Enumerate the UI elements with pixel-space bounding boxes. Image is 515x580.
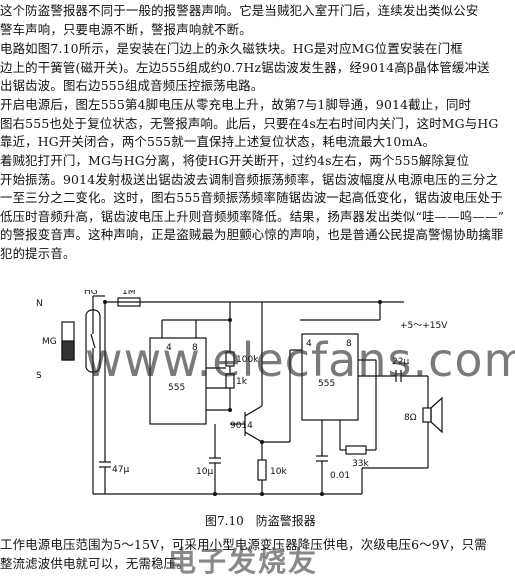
circuit-schematic: N S MG HG 1M +5～+15V 555 555 4 8 4 8 100… xyxy=(36,290,448,496)
text-line: 边上的干簧管(磁开关)。左边555组成约0.7Hz锯齿波发生器，经9014高β晶… xyxy=(0,59,490,75)
text-line: 开启电源后，图左555第4脚电压从零充电上升，故第7与1脚导通，9014截止，同… xyxy=(0,97,472,112)
text-line: 靠近，HG开关闭合，两个555就一直保持上述复位状态，耗电流最大10mA。 xyxy=(0,134,436,149)
figure-caption: 图7.10 防盗警报器 xyxy=(205,514,316,528)
label-pin4-right: 4 xyxy=(306,339,312,349)
text-line: 这个防盗警报器不同于一般的报警器声响。它是当贼犯入室开门后，连续发出类似公安 xyxy=(0,3,479,18)
text-line: 图右555也处于复位状态，无警报声响。此后，只要在4s左右时间内关门，这时MG与… xyxy=(0,115,499,131)
label-1m: 1M xyxy=(122,290,136,297)
label-1k: 1k xyxy=(236,377,248,387)
label-s: S xyxy=(36,371,42,381)
text-line: 的警报变音声。这种声响，正是盗贼最为胆颤心惊的声响，也是普通公民提高警惕协助擒罪 xyxy=(0,227,504,242)
label-22u: 22μ xyxy=(392,357,409,367)
label-mg: MG xyxy=(42,337,57,347)
paragraph-alarm: 着贼犯打开门，MG与HG分离，将使HG开关断开，过约4s左右，两个555解除复位… xyxy=(0,152,515,263)
label-pin8-left: 8 xyxy=(192,343,198,353)
paragraph-power-on: 开启电源后，图左555第4脚电压从零充电上升，故第7与1脚导通，9014截止，同… xyxy=(0,96,515,152)
label-100k: 100k xyxy=(236,355,259,365)
label-8ohm: 8Ω xyxy=(404,413,417,423)
label-pin4-left: 4 xyxy=(166,343,172,353)
watermark-brand: 电子发烧友 xyxy=(168,545,319,578)
speaker-8ohm xyxy=(422,407,432,423)
text-line: 警车声响，只要电源不断，警报声响就不断。 xyxy=(0,21,252,37)
label-pin8-right: 8 xyxy=(346,339,352,349)
label-33k: 33k xyxy=(352,459,369,469)
text-line: 工作电源电压范围为5～15V，可采用小型电源变压器降压供电，次级电压6～9V，只… xyxy=(0,537,487,552)
ic-555-right xyxy=(301,333,359,421)
label-47u: 47μ xyxy=(112,465,129,475)
label-ic-left: 555 xyxy=(168,383,185,393)
label-n: N xyxy=(36,299,43,309)
label-supply: +5～+15V xyxy=(400,321,448,331)
label-ic-right: 555 xyxy=(318,379,335,389)
label-9014: 9014 xyxy=(230,421,253,431)
paragraph-supply: 工作电源电压范围为5～15V，可采用小型电源变压器降压供电，次级电压6～9V，只… xyxy=(0,536,515,573)
text-line: 整流滤波供电就可以，无需稳压。 xyxy=(0,555,189,571)
text-line: 着贼犯打开门，MG与HG分离，将使HG开关断开，过约4s左右，两个555解除复位 xyxy=(0,153,470,168)
ic-555-left xyxy=(149,337,207,425)
text-line: 电路如图7.10所示，是安装在门边上的永久磁铁块。HG是对应MG位置安装在门框 xyxy=(0,41,463,56)
label-10k: 10k xyxy=(270,467,287,477)
text-line: 低压时音频升高，锯齿波电压上升则音频频率降低。结果，扬声器发出类似“哇——呜——… xyxy=(0,208,505,224)
paragraph-circuit: 电路如图7.10所示，是安装在门边上的永久磁铁块。HG是对应MG位置安装在门框 … xyxy=(0,40,515,96)
label-001: 0.01 xyxy=(330,471,350,481)
text-line: 犯的提示音。 xyxy=(0,245,76,261)
paragraph-intro: 这个防盗警报器不同于一般的报警器声响。它是当贼犯入室开门后，连续发出类似公安 警… xyxy=(0,2,515,39)
text-line: 一至三分之二变化。这时，图右555音频振荡频率随锯齿波一起高低变化，锯齿波电压处… xyxy=(0,190,503,205)
text-line: 开始振荡。9014发射极送出锯齿波去调制音频振荡频率，锯齿波幅度从电源电压的三分… xyxy=(0,171,499,187)
text-line: 出锯齿波。图右边555组成音频压控振荡电路。 xyxy=(0,78,264,93)
resistor-10k xyxy=(257,459,267,481)
resistor-1m xyxy=(117,297,141,307)
magnet-south-half xyxy=(61,340,75,361)
label-hg: HG xyxy=(84,290,98,297)
label-10u: 10μ xyxy=(196,467,213,477)
watermark-url: www.elecfans.com xyxy=(85,333,515,387)
resistor-33k xyxy=(345,445,367,455)
